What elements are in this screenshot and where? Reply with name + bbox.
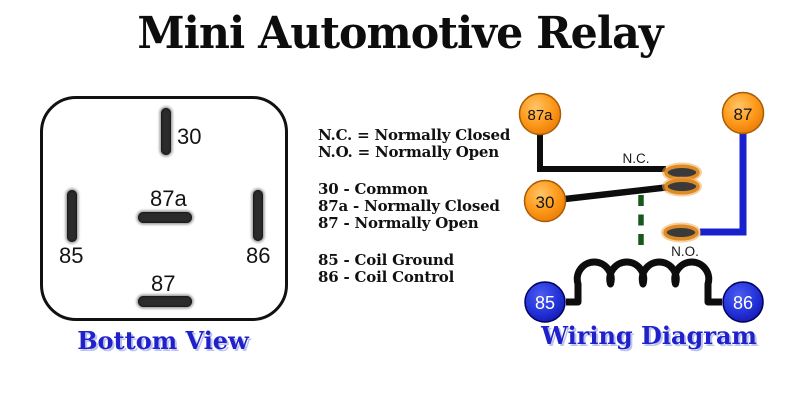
pin-label-85: 85 — [59, 243, 84, 268]
terminal-85-label: 85 — [535, 293, 555, 313]
wire-30-to-common-contact — [564, 183, 671, 203]
terminal-87-label: 87 — [734, 105, 753, 124]
pin-label-86: 86 — [246, 243, 271, 268]
nc-contact-label: N.C. — [623, 151, 650, 166]
no-contact-label: N.O. — [671, 244, 699, 259]
terminal-30-label: 30 — [536, 193, 555, 212]
legend-line: 85 - Coil Ground — [318, 251, 454, 269]
pin-slot-85 — [67, 190, 77, 242]
terminal-87a-label: 87a — [527, 107, 553, 124]
legend-group-coil-pins: 85 - Coil Ground 86 - Coil Control — [318, 252, 528, 286]
nc-contact — [662, 162, 702, 183]
pin-slot-87 — [138, 296, 192, 307]
pin-slot-87a — [138, 212, 192, 223]
terminal-30-circle — [523, 179, 567, 223]
legend-line: 87a - Normally Closed — [318, 197, 500, 215]
pin-slot-30 — [161, 108, 171, 155]
terminal-86-circle — [722, 281, 764, 323]
terminal-86-label: 86 — [733, 293, 753, 313]
legend-line: 87 - Normally Open — [318, 214, 479, 232]
bottom-view-caption: Bottom View — [77, 326, 249, 355]
wire-87a-to-nc-contact — [537, 134, 666, 172]
no-contact — [661, 222, 701, 243]
legend-line: N.C. = Normally Closed — [318, 126, 511, 144]
pin-label-87: 87 — [151, 271, 176, 296]
terminal-85-circle — [524, 281, 566, 323]
wiring-diagram-caption: Wiring Diagram — [541, 321, 757, 350]
pin-label-87a: 87a — [150, 186, 187, 211]
terminal-87-circle — [721, 91, 765, 135]
terminal-87a-circle — [518, 92, 562, 136]
pin-label-30: 30 — [177, 124, 202, 149]
legend-line: 86 - Coil Control — [318, 268, 455, 286]
page-title: Mini Automotive Relay — [137, 8, 663, 59]
legend-line: N.O. = Normally Open — [318, 143, 499, 161]
pin-slot-86 — [253, 190, 263, 241]
legend-group-switch-pins: 30 - Common 87a - Normally Closed 87 - N… — [318, 181, 528, 232]
legend-line: 30 - Common — [318, 180, 428, 198]
coil-symbol — [566, 258, 722, 306]
legend: N.C. = Normally Closed N.O. = Normally O… — [318, 127, 528, 306]
wiring-diagram: N.C. N.O. 87a 87 30 85 86 — [518, 91, 765, 323]
common-contact — [662, 176, 702, 197]
legend-group-contacts: N.C. = Normally Closed N.O. = Normally O… — [318, 127, 528, 161]
wire-87-to-no-contact — [700, 134, 747, 236]
